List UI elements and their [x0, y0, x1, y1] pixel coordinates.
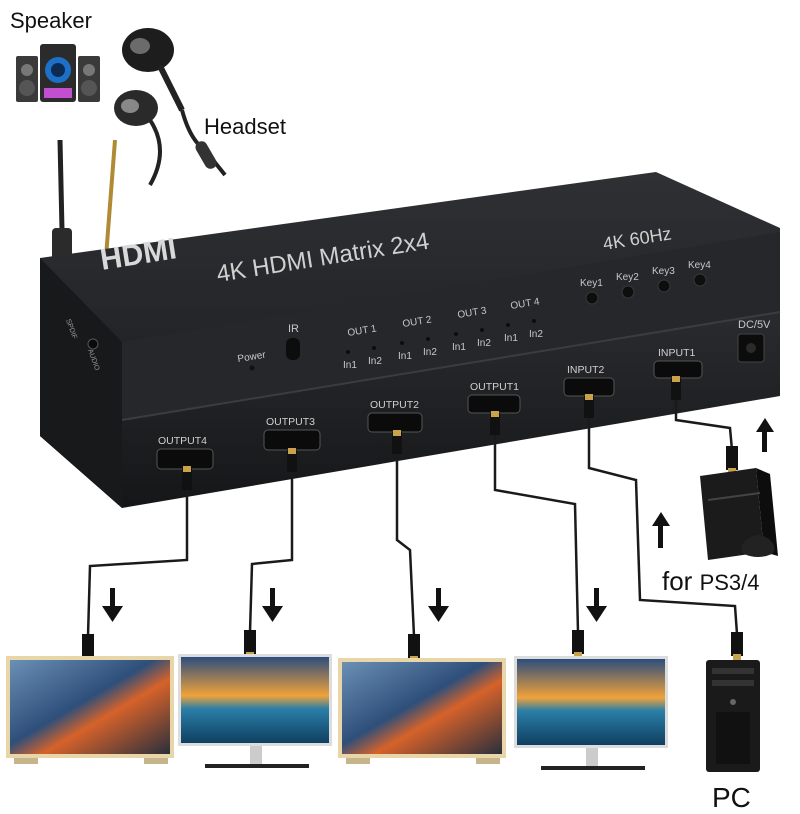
output2-label: OUTPUT2 — [370, 399, 419, 411]
cable-output4 — [86, 486, 189, 637]
monitor-4 — [514, 656, 668, 770]
cable-input2 — [587, 414, 739, 635]
out2-label: OUT 2 — [402, 314, 433, 330]
ps-console-icon — [700, 468, 778, 560]
ps-label-prefix: for — [662, 566, 700, 596]
arrow-icons — [102, 418, 774, 622]
in1-label-out4: In1 — [504, 333, 518, 344]
in2-label-out1: In2 — [368, 356, 382, 367]
key2-button[interactable] — [621, 285, 635, 299]
headset-icon — [114, 28, 227, 186]
key1-button[interactable] — [585, 291, 599, 305]
headset-label: Headset — [204, 114, 286, 139]
cable-output1 — [493, 432, 580, 633]
in2-label-out3: In2 — [477, 338, 491, 349]
in2-label-out4: In2 — [529, 329, 543, 340]
key2-label: Key2 — [616, 272, 639, 283]
monitor-2 — [178, 654, 332, 768]
output1-port — [467, 394, 521, 414]
arrow-down-icon — [102, 588, 123, 622]
output2-port — [367, 412, 423, 433]
arrow-down-icon — [262, 588, 283, 622]
input1-port — [653, 360, 703, 379]
ir-label: IR — [288, 323, 299, 335]
output1-label: OUTPUT1 — [470, 381, 519, 393]
speaker-label: Speaker — [10, 8, 92, 33]
monitor-3 — [338, 658, 506, 764]
monitor-1 — [6, 656, 174, 764]
output3-label: OUTPUT3 — [266, 416, 315, 428]
key3-button[interactable] — [657, 279, 671, 293]
key4-button[interactable] — [693, 273, 707, 287]
out4-label: OUT 4 — [510, 296, 541, 312]
hdmi-cables — [86, 396, 739, 637]
input2-label: INPUT2 — [567, 364, 605, 376]
arrow-up-icon — [652, 512, 670, 548]
speaker-icon — [16, 44, 100, 102]
input1-label: INPUT1 — [658, 347, 696, 359]
ps-label: for PS3/4 — [662, 566, 760, 597]
cable-output3 — [248, 466, 294, 633]
key-buttons: Key1 Key2 Key3 Key4 — [580, 260, 711, 305]
arrow-down-icon — [428, 588, 449, 622]
input2-port — [563, 377, 615, 397]
output3-port — [263, 429, 321, 451]
ir-sensor — [286, 338, 300, 360]
in1-label-out2: In1 — [398, 351, 412, 362]
out-indicator-group: OUT 1 OUT 2 OUT 3 OUT 4 In1 In2 In1 In2 … — [343, 296, 543, 371]
arrow-up-icon — [756, 418, 774, 452]
key4-label: Key4 — [688, 260, 711, 271]
pc-label: PC — [712, 782, 751, 813]
power-label: Power — [237, 350, 267, 365]
cable-input1 — [674, 396, 734, 451]
pc-tower-icon — [706, 660, 760, 772]
power-led — [249, 365, 255, 371]
in1-label-out1: In1 — [343, 360, 357, 371]
hdmi-matrix-device — [40, 172, 781, 508]
output4-label: OUTPUT4 — [158, 435, 207, 447]
arrow-down-icon — [586, 588, 607, 622]
in1-label-out3: In1 — [452, 342, 466, 353]
hdmi-connectors — [82, 376, 743, 662]
out1-label: OUT 1 — [347, 323, 378, 339]
cable-output2 — [395, 450, 416, 637]
in2-label-out2: In2 — [423, 347, 437, 358]
key1-label: Key1 — [580, 278, 603, 289]
out3-label: OUT 3 — [457, 305, 488, 321]
key3-label: Key3 — [652, 266, 675, 277]
ps-label-model: PS3/4 — [699, 570, 760, 595]
dc-label: DC/5V — [738, 319, 771, 331]
